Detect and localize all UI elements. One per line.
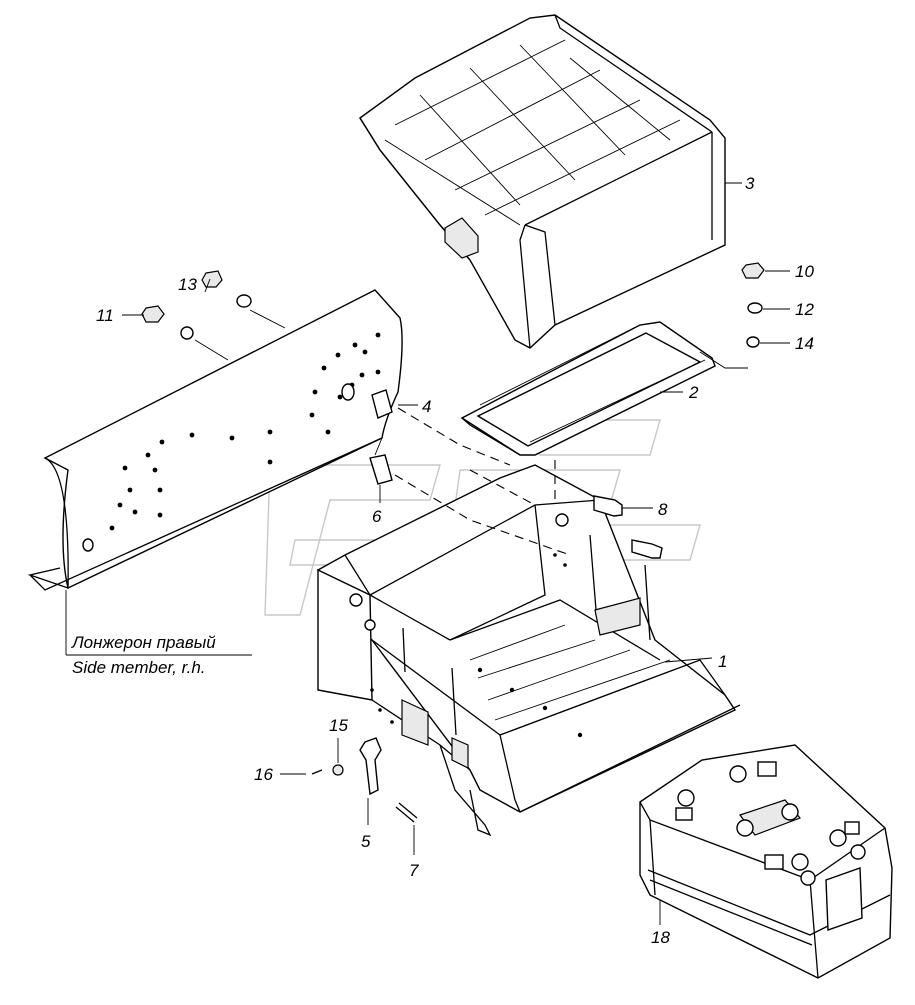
callout-2: 2 <box>688 383 699 402</box>
callout-18: 18 <box>651 928 670 947</box>
callout-3: 3 <box>745 174 755 193</box>
assembly-lines <box>194 309 748 556</box>
callout-10: 10 <box>795 262 814 281</box>
side-member-rail <box>27 289 403 591</box>
battery <box>639 744 893 979</box>
callout-7: 7 <box>409 861 419 880</box>
hold-down-frame <box>460 321 716 456</box>
battery-cover <box>359 14 726 349</box>
callout-14: 15 <box>329 716 348 735</box>
small-hardware <box>141 262 765 823</box>
callout-labels: 1 2 3 4 5 6 7 8 10 11 13 12 15 14 16 18 <box>96 174 814 947</box>
caption-russian: Лонжерон правый <box>71 633 216 652</box>
leader-lines <box>65 182 790 925</box>
battery-terminals <box>675 761 866 886</box>
side-member-caption: Лонжерон правый Side member, r.h. <box>71 633 216 677</box>
callout-12: 12 <box>795 300 814 319</box>
callout-4: 4 <box>422 397 431 416</box>
battery-tray <box>316 464 741 837</box>
caption-english: Side member, r.h. <box>72 658 206 677</box>
callout-6: 6 <box>372 507 382 526</box>
rail-holes <box>82 332 381 552</box>
callout-16: 16 <box>254 765 273 784</box>
callout-1: 1 <box>718 652 727 671</box>
callout-13: 13 <box>178 275 197 294</box>
callout-11: 11 <box>96 306 114 325</box>
callout-8: 8 <box>658 500 668 519</box>
callout-5: 5 <box>361 832 371 851</box>
callout-15: 14 <box>795 334 814 353</box>
